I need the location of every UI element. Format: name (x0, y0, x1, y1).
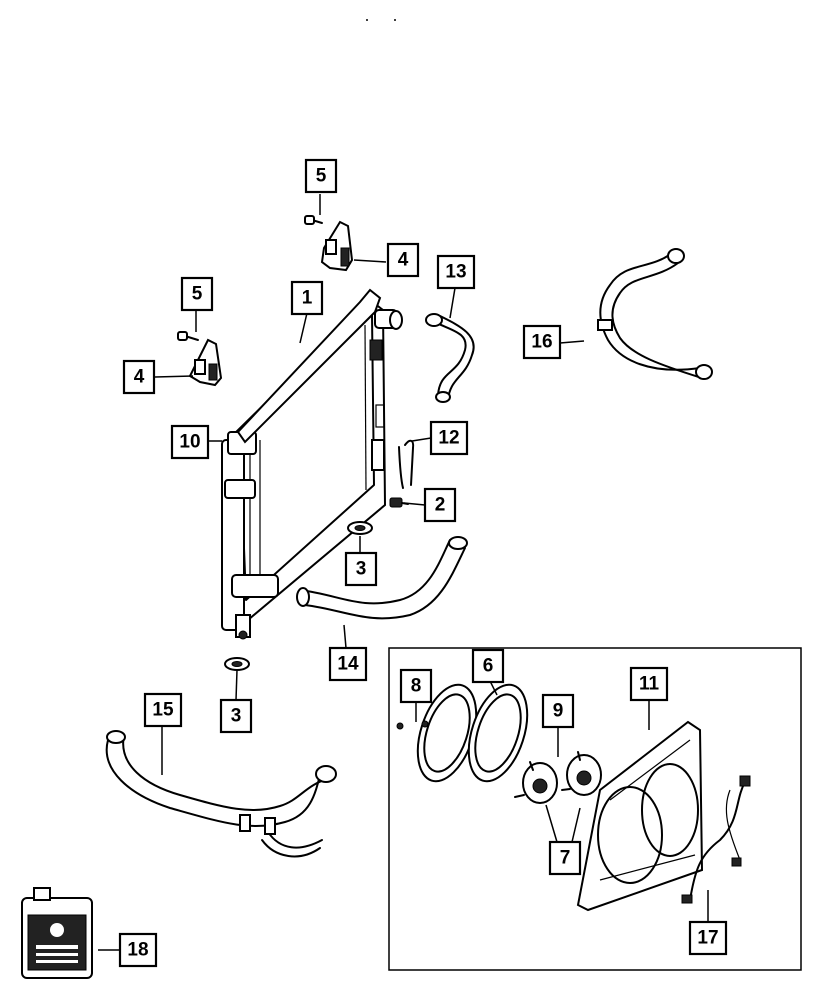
isolator (224, 657, 250, 671)
svg-text:12: 12 (438, 428, 459, 449)
svg-text:10: 10 (179, 432, 200, 453)
callout-3: 3 (344, 551, 378, 587)
svg-text:3: 3 (231, 706, 242, 727)
reservoir-hose (398, 439, 415, 489)
svg-text:11: 11 (639, 674, 660, 695)
bracket (188, 338, 223, 387)
upper-radiator-hose (425, 313, 475, 403)
lower-inlet-hose (105, 730, 337, 858)
svg-text:9: 9 (553, 701, 564, 722)
radiator (221, 288, 403, 640)
bolt (177, 331, 199, 341)
callout-5: 5 (180, 276, 214, 312)
callout-3: 3 (219, 698, 253, 734)
svg-text:7: 7 (560, 848, 571, 869)
svg-text:6: 6 (483, 656, 494, 677)
svg-text:5: 5 (316, 166, 327, 187)
callout-8: 8 (399, 668, 433, 704)
callout-10: 10 (170, 424, 210, 460)
fan-shroud (576, 720, 704, 912)
callout-14: 14 (328, 646, 368, 682)
svg-text:5: 5 (192, 284, 203, 305)
callout-4: 4 (386, 242, 420, 278)
bolt (304, 215, 323, 225)
leader-lines (98, 194, 709, 951)
clip (396, 720, 429, 730)
callout-4: 4 (122, 359, 156, 395)
svg-text:16: 16 (531, 332, 552, 353)
svg-text:3: 3 (356, 559, 367, 580)
speck (366, 19, 368, 21)
fan-module-box (388, 647, 802, 971)
callout-15: 15 (143, 692, 183, 728)
svg-text:14: 14 (337, 654, 359, 675)
callout-12: 12 (429, 420, 469, 456)
callout-5: 5 (304, 158, 338, 194)
svg-text:1: 1 (302, 288, 313, 309)
callout-16: 16 (522, 324, 562, 360)
svg-text:2: 2 (435, 495, 446, 516)
fan-blade (416, 683, 529, 783)
svg-text:8: 8 (411, 676, 422, 697)
fan-motor (514, 751, 602, 804)
bracket (320, 220, 354, 272)
callout-2: 2 (423, 487, 457, 523)
callout-7: 7 (548, 840, 582, 876)
coolant-jug (21, 887, 93, 979)
svg-text:4: 4 (398, 250, 409, 271)
svg-text:17: 17 (697, 928, 718, 949)
speck (394, 19, 396, 21)
callout-1: 1 (290, 280, 324, 316)
svg-text:4: 4 (134, 367, 145, 388)
svg-text:18: 18 (127, 940, 148, 961)
inlet-hose (597, 248, 713, 380)
svg-text:15: 15 (152, 700, 174, 721)
callout-17: 17 (688, 920, 728, 956)
callout-13: 13 (436, 254, 476, 290)
isolator (347, 521, 373, 535)
callout-11: 11 (629, 666, 669, 702)
callout-18: 18 (118, 932, 158, 968)
callout-9: 9 (541, 693, 575, 729)
svg-text:13: 13 (445, 262, 466, 283)
wiring-harness (681, 775, 751, 904)
lower-radiator-hose (296, 536, 468, 620)
callout-6: 6 (471, 648, 505, 684)
